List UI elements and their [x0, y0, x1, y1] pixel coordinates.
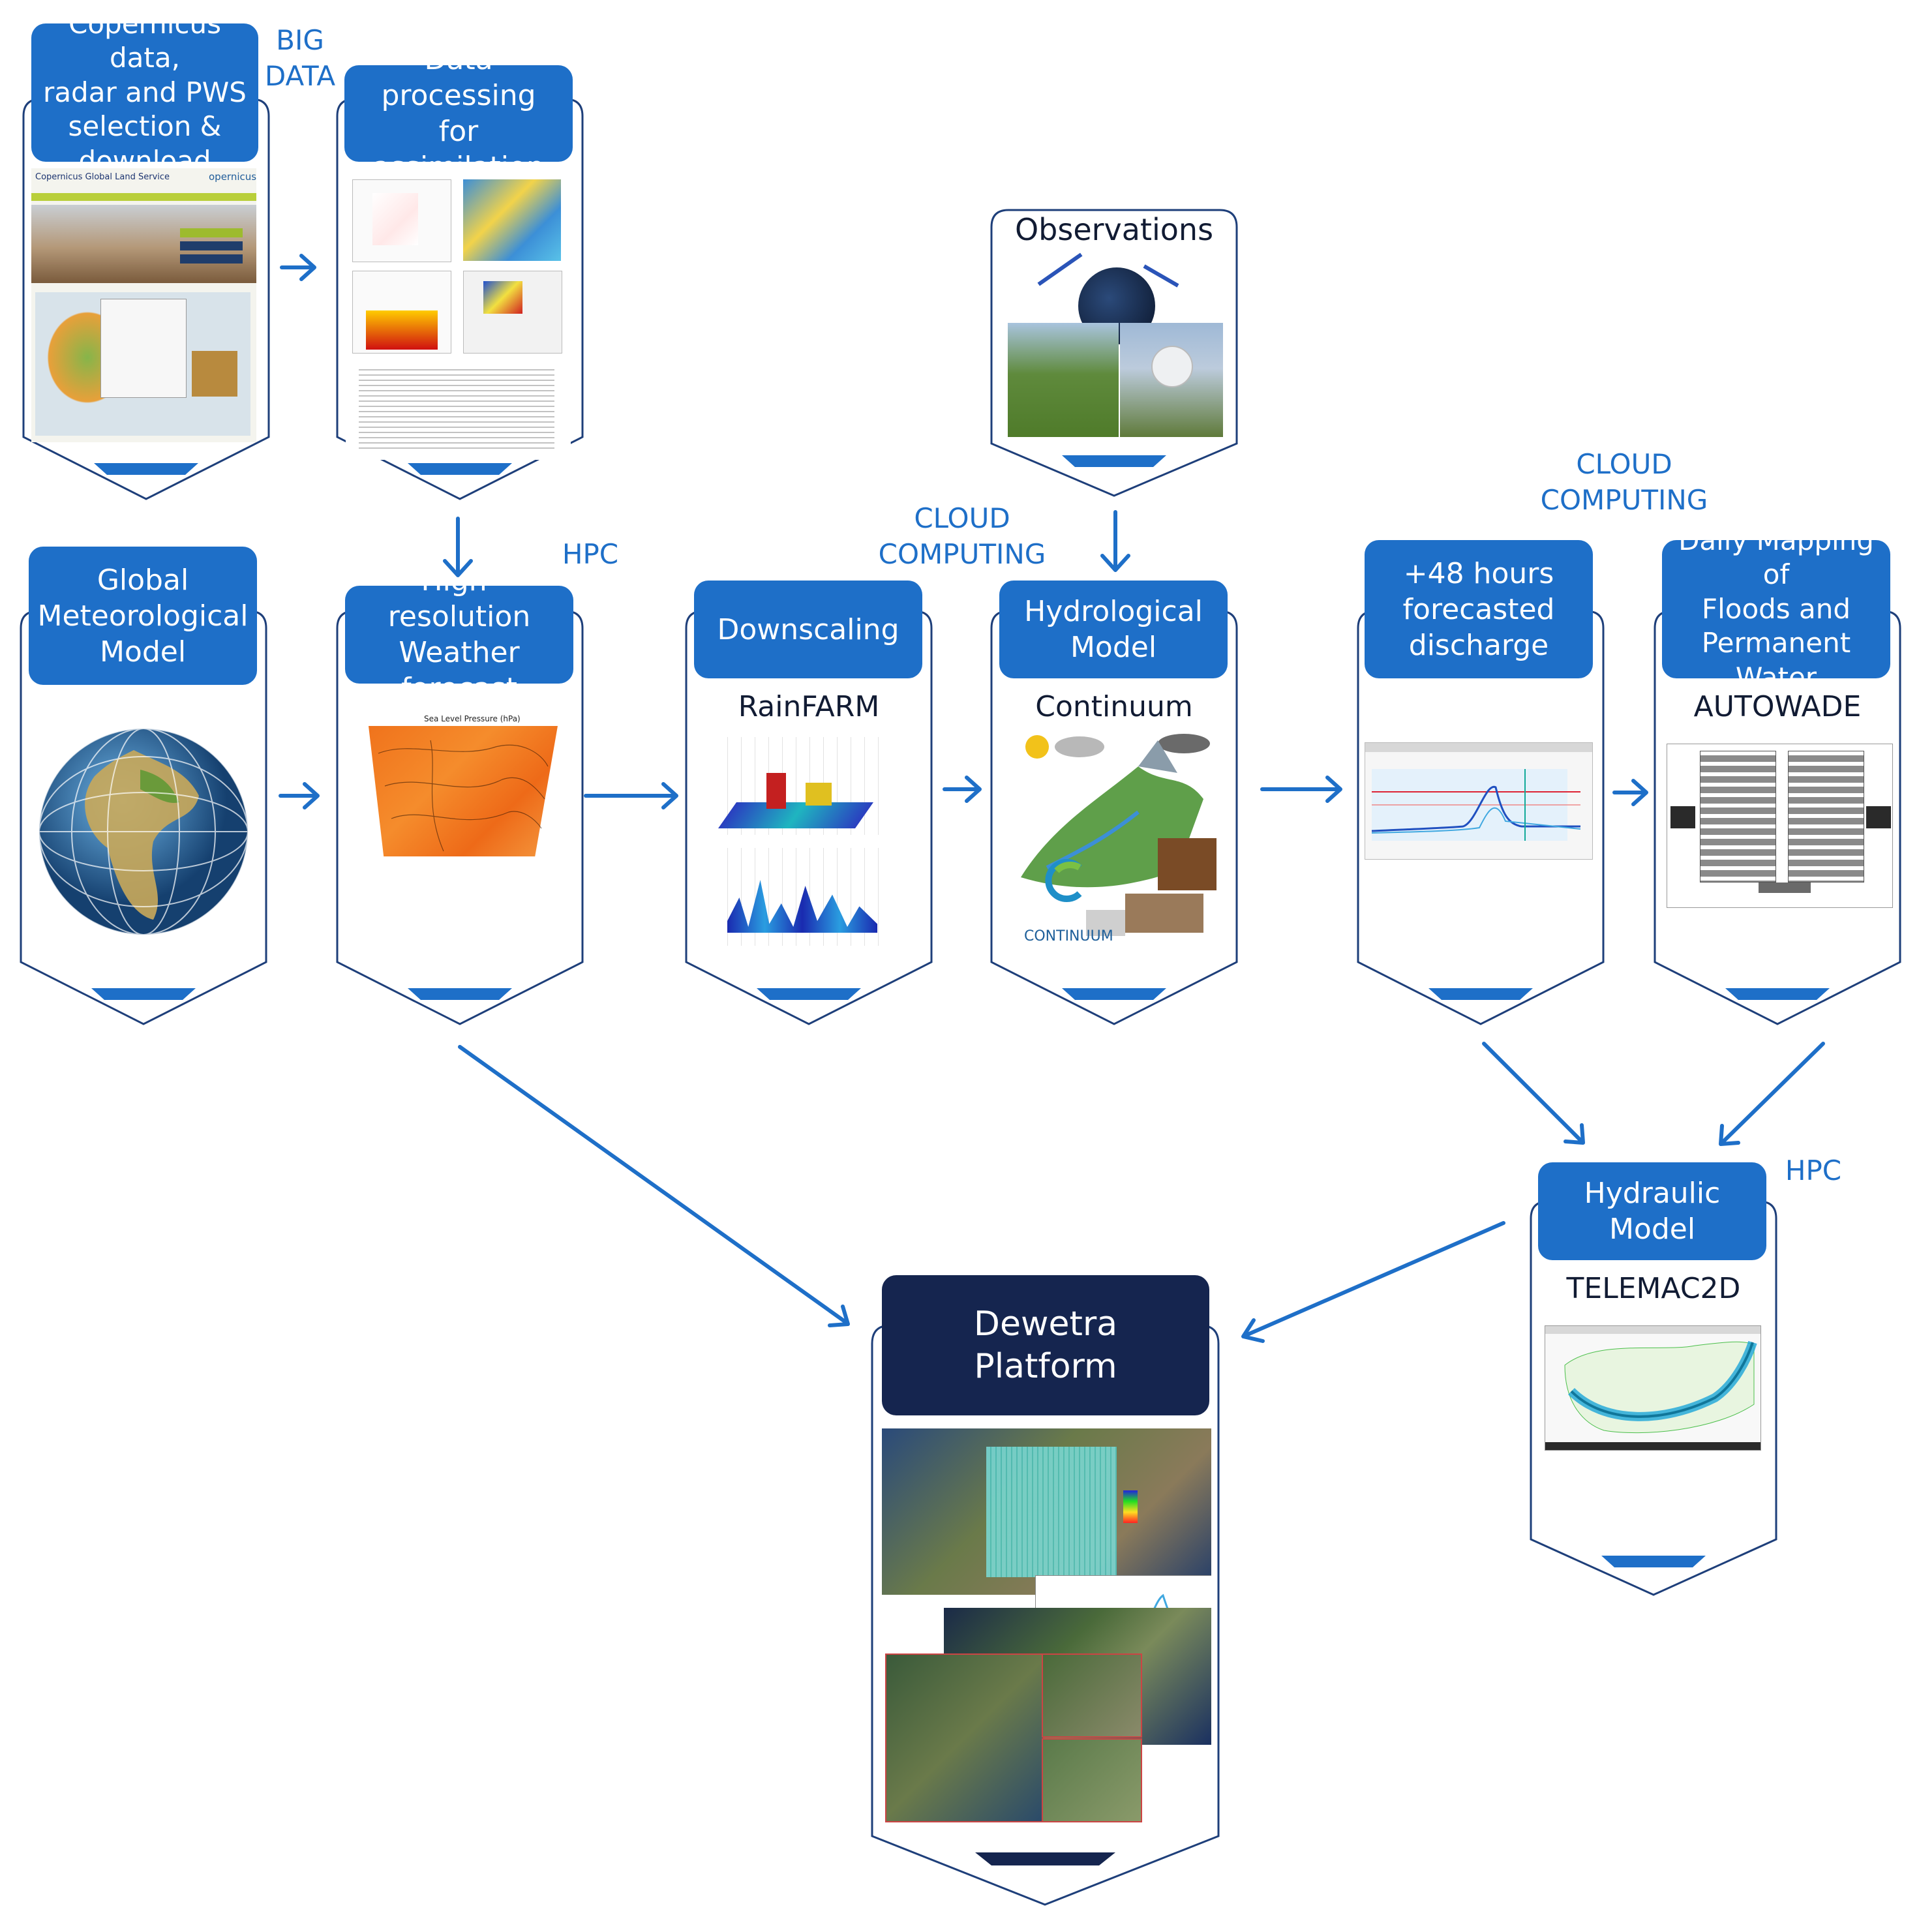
card-processing-title: Data processing for assimilation — [344, 43, 573, 184]
card-downscaling-subtitle: RainFARM — [738, 690, 880, 723]
dewetra-screenshots-image — [882, 1428, 1211, 1826]
rainfarm-plots-image — [701, 734, 920, 952]
arrow-observations-to-hydrological — [1100, 510, 1130, 572]
card-copernicus-title: Copernicus data, radar and PWS selection… — [31, 8, 258, 177]
continuum-illustration — [1021, 734, 1216, 936]
continuum-logo-text: CONTINUUM — [1024, 928, 1113, 944]
observations-image — [1008, 248, 1223, 437]
arrow-global-to-highres — [279, 782, 320, 809]
arrow-hydraulic-to-dewetra — [1241, 1221, 1505, 1343]
globe-icon — [38, 728, 249, 935]
arrow-highres-to-downscaling — [584, 782, 678, 809]
arrow-floods-to-hydraulic — [1719, 1042, 1825, 1146]
arrow-processing-to-highres — [443, 517, 473, 577]
discharge-chart-image — [1365, 742, 1593, 860]
autowade-flowchart-image — [1667, 744, 1893, 908]
arrow-discharge-to-hydraulic — [1482, 1042, 1585, 1145]
screen-title: Copernicus Global Land Service — [35, 172, 170, 182]
telemac-mesh — [1564, 1340, 1757, 1434]
pressure-map-title: Sea Level Pressure (hPa) — [424, 714, 521, 723]
telemac-mesh-image — [1545, 1325, 1761, 1451]
tag-big-data: BIG DATA — [264, 24, 336, 92]
arrow-highres-to-dewetra — [458, 1045, 850, 1327]
card-discharge-title: +48 hours forecasted discharge — [1365, 540, 1593, 678]
card-hydraulic-title: Hydraulic Model — [1538, 1162, 1766, 1260]
pressure-contours — [378, 740, 549, 852]
tag-hpc-bottom: HPC — [1785, 1155, 1842, 1186]
arrow-downscaling-to-hydrological — [943, 776, 982, 803]
copernicus-logo: opernicus — [209, 171, 256, 183]
card-floods-subtitle: AUTOWADE — [1693, 690, 1862, 723]
assimilation-maps-image — [346, 173, 571, 460]
card-dewetra-title: Dewetra Platform — [882, 1275, 1209, 1415]
tag-cloud-mid: CLOUD COMPUTING — [878, 502, 1046, 570]
tag-hpc-top: HPC — [562, 538, 619, 570]
pressure-map-image: Sea Level Pressure (hPa) — [352, 714, 571, 871]
tag-cloud-right: CLOUD COMPUTING — [1540, 448, 1708, 516]
card-global-title: Global Meteorological Model — [29, 547, 257, 685]
card-hydrological-subtitle: Continuum — [1035, 690, 1193, 723]
continuum-logo-icon — [1045, 859, 1082, 902]
continuum-model-image: CONTINUUM — [1008, 727, 1226, 956]
card-hydraulic-subtitle: TELEMAC2D — [1566, 1272, 1741, 1305]
card-hydrological-title: Hydrological Model — [999, 581, 1228, 678]
arrow-discharge-to-floods — [1612, 779, 1648, 806]
globe-image — [36, 724, 251, 939]
copernicus-website-screenshot: Copernicus Global Land Service opernicus — [31, 168, 256, 442]
card-observations-title: Observations — [1014, 212, 1214, 247]
arrow-hydrological-to-discharge — [1260, 776, 1342, 803]
card-downscaling-title: Downscaling — [694, 581, 922, 678]
card-floods-title: Daily Mapping of Floods and Permanent Wa… — [1662, 524, 1890, 693]
discharge-hydrograph — [1371, 769, 1581, 841]
arrow-copernicus-to-processing — [280, 254, 316, 281]
